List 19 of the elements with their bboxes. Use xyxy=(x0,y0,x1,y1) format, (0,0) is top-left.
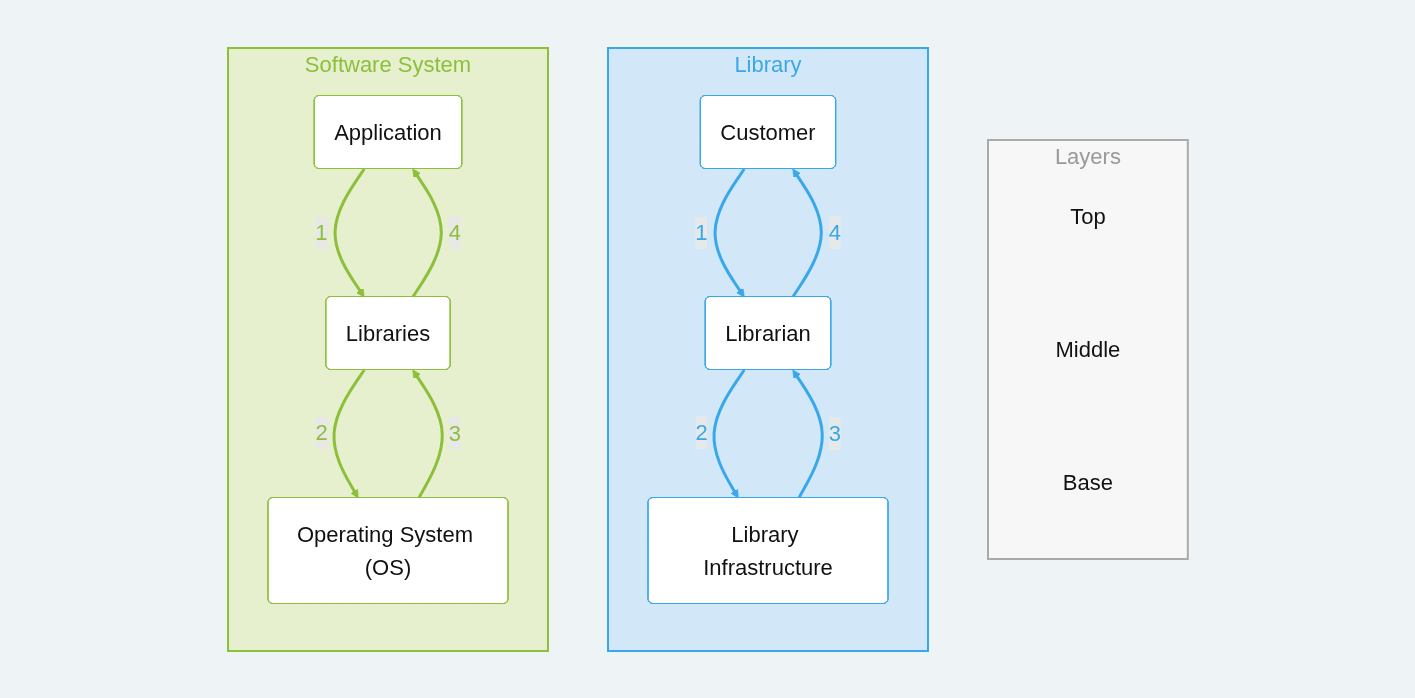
arrow xyxy=(411,168,443,298)
node-text: Top xyxy=(1069,203,1106,229)
edge-label: 3 xyxy=(828,420,841,446)
edge-label: 1 xyxy=(314,219,328,245)
edge-label: 1 xyxy=(694,219,708,245)
edge-label: 3 xyxy=(448,420,461,446)
arrow xyxy=(412,369,444,499)
arrow xyxy=(712,368,746,498)
node-text: Base xyxy=(1062,469,1113,495)
arrow xyxy=(791,168,823,298)
edge-label: 2 xyxy=(315,419,328,445)
arrow xyxy=(333,167,366,297)
arrow xyxy=(332,368,366,498)
edge-label: 4 xyxy=(448,219,461,245)
arrow xyxy=(713,167,746,297)
node-text: Middle xyxy=(1055,336,1120,362)
edge-label: 2 xyxy=(695,419,708,445)
edge-label: 4 xyxy=(828,219,841,245)
arrow xyxy=(792,369,824,499)
